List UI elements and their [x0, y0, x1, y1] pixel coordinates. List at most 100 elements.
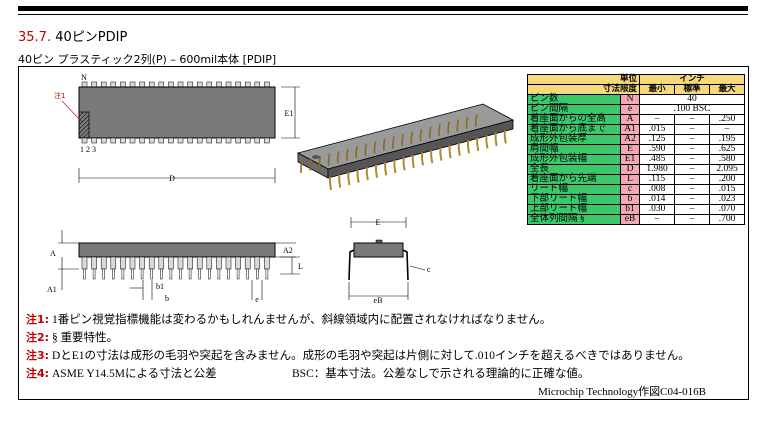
dimension-max: 2.095: [709, 164, 745, 175]
dimension-name: ピン数: [527, 94, 621, 105]
dimension-name: リード幅: [527, 184, 621, 195]
dimension-symbol: b1: [620, 204, 640, 215]
top-rule-thin: [18, 14, 748, 15]
iso-pin: [476, 137, 480, 151]
pin-top-row: [244, 81, 251, 88]
top-rule-thick: [18, 6, 748, 11]
pin-side-shoulder: [216, 256, 222, 270]
section-name: 40ピンPDIP: [55, 30, 128, 45]
dimension-name: 着座面からの全高: [527, 114, 621, 125]
pin-side-lead: [150, 268, 153, 280]
pin-side-shoulder: [120, 256, 126, 270]
dimension-symbol: D: [620, 164, 640, 175]
dim-e-top-label: E: [376, 218, 381, 227]
dimension-max: .625: [709, 144, 745, 155]
dimension-min: –: [639, 114, 675, 125]
pin-side-shoulder: [206, 256, 213, 270]
iso-pin: [300, 160, 303, 173]
pin-bottom-row: [244, 137, 251, 144]
dimension-name: 上部リード幅: [527, 204, 621, 215]
top-view-body: [78, 86, 276, 139]
iso-pin: [356, 169, 360, 183]
dimension-name: 肩間幅: [527, 144, 621, 155]
pin-top-row: [177, 81, 184, 88]
pin-side-shoulder: [148, 256, 155, 270]
note-2: 注2: § 重要特性。: [26, 331, 119, 344]
dim-b1-label: b1: [156, 282, 164, 291]
dimension-symbol: e: [620, 104, 640, 115]
pin-bottom-row: [264, 137, 270, 144]
pin-bottom-row: [110, 137, 117, 144]
pin-bottom-row: [91, 137, 97, 144]
dimension-symbol: E1: [620, 154, 640, 165]
dimension-name: ピン間隔: [527, 104, 621, 115]
iso-pin: [365, 167, 369, 181]
side-view-body: [78, 242, 276, 258]
pin-top-row: [206, 81, 213, 88]
pin-side-shoulder: [254, 256, 261, 270]
dimension-max: .023: [709, 194, 745, 205]
table-row: 全体列間隔 §eB––.700: [527, 214, 745, 225]
dimension-min: .485: [639, 154, 675, 165]
dimension-min: .015: [639, 124, 675, 135]
pin-top-row: [168, 81, 174, 88]
dimension-max: –: [709, 124, 745, 135]
dimension-nom: –: [674, 124, 710, 135]
dimension-value: 40: [639, 94, 745, 105]
pin-side-lead: [208, 268, 211, 280]
dim-a2-label: A2: [283, 246, 293, 255]
iso-pin: [346, 148, 349, 161]
package-subtitle: 40ピン プラスティック2列(P) – 600mil本体 [PDIP]: [18, 53, 277, 66]
iso-pin: [419, 129, 423, 142]
pin-side-lead: [246, 268, 249, 280]
dimension-name: 下部リード幅: [527, 194, 621, 205]
pin-bottom-row: [254, 137, 261, 144]
iso-pin: [457, 142, 461, 156]
iso-pin: [494, 132, 498, 147]
end-view-body: [353, 242, 404, 258]
pin-side-lead: [188, 268, 192, 280]
pin-bottom-row: [129, 137, 136, 144]
pin-side-shoulder: [81, 256, 88, 270]
dimension-max: .070: [709, 204, 745, 215]
dimension-nom: –: [674, 114, 710, 125]
dimension-symbol: A: [620, 114, 640, 125]
dimension-symbol: E: [620, 144, 640, 155]
iso-pin: [503, 130, 507, 144]
iso-pin: [384, 162, 388, 176]
iso-pin: [327, 153, 331, 166]
pin-top-row: [139, 81, 145, 88]
dimension-symbol: L: [620, 174, 640, 185]
pin-side-lead: [265, 268, 269, 280]
dim-c-label: c: [427, 265, 431, 274]
bsc-note: BSC：基本寸法。公差なしで示される理論的に正確な値。: [292, 368, 590, 380]
iso-pin: [336, 151, 340, 164]
dimension-min: .115: [639, 174, 675, 185]
pin-bottom-row: [120, 137, 126, 144]
dimension-symbol: A1: [620, 124, 640, 135]
pin-side-shoulder: [100, 256, 107, 270]
dim-l-label: L: [298, 262, 303, 271]
dim-eb-label: eB: [374, 296, 383, 305]
dimension-nom: –: [674, 174, 710, 185]
pin-bottom-row: [187, 137, 193, 144]
min-header: 最小: [639, 84, 675, 95]
pin-numbers-label: 1 2 3: [80, 145, 96, 154]
dim-e-label: e: [255, 295, 259, 304]
pin-side-lead: [102, 268, 105, 280]
dimension-min: 1.980: [639, 164, 675, 175]
section-title: 35.7. 40ピンPDIP: [18, 26, 127, 45]
dimension-max: .700: [709, 214, 745, 225]
pin-side-shoulder: [244, 256, 251, 270]
table-header-row-2: 寸法限度 最小 標準 最大: [527, 84, 745, 95]
pin-bottom-row: [196, 137, 203, 144]
pin-side-shoulder: [196, 256, 203, 270]
pin-side-shoulder: [158, 256, 165, 270]
iso-pin: [430, 150, 434, 164]
